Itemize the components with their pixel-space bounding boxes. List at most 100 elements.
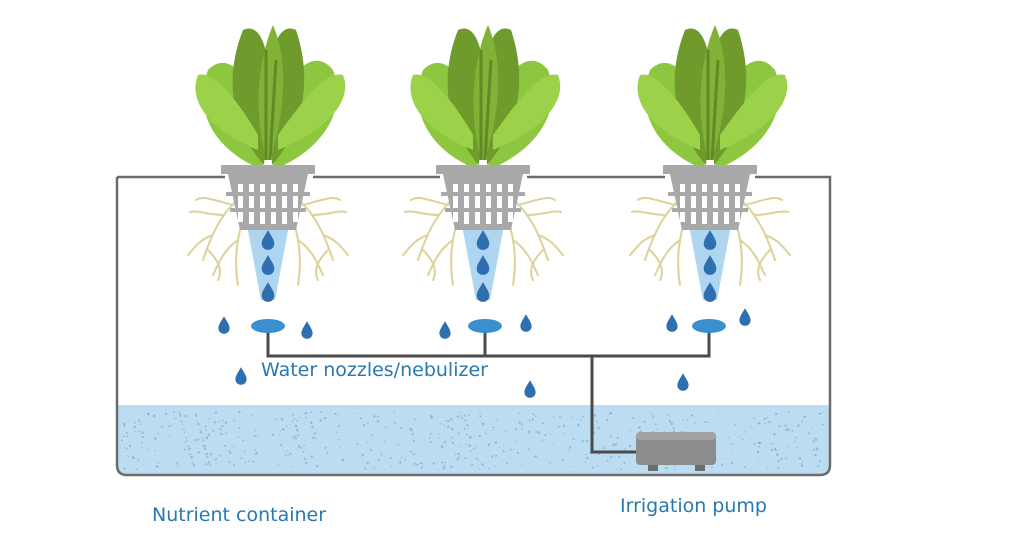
solution-speckle bbox=[224, 444, 226, 447]
solution-speckle bbox=[473, 448, 475, 450]
solution-speckle bbox=[296, 434, 299, 437]
solution-speckle bbox=[721, 463, 724, 466]
solution-speckle bbox=[717, 413, 720, 415]
solution-speckle bbox=[767, 420, 770, 423]
solution-speckle bbox=[168, 425, 171, 428]
solution-speckle bbox=[416, 463, 419, 466]
solution-speckle bbox=[204, 447, 207, 450]
solution-speckle bbox=[199, 428, 201, 431]
solution-speckle bbox=[155, 465, 159, 468]
solution-speckle bbox=[125, 431, 128, 434]
solution-speckle bbox=[301, 447, 303, 449]
solution-speckle bbox=[447, 419, 450, 423]
solution-speckle bbox=[139, 423, 142, 426]
solution-speckle bbox=[311, 436, 314, 439]
solution-speckle bbox=[271, 433, 275, 436]
solution-speckle bbox=[488, 467, 491, 470]
solution-speckle bbox=[285, 425, 288, 428]
solution-speckle bbox=[822, 412, 824, 414]
solution-speckle bbox=[154, 449, 156, 452]
solution-speckle bbox=[447, 425, 450, 428]
solution-speckle bbox=[126, 447, 128, 450]
solution-speckle bbox=[238, 427, 241, 429]
solution-speckle bbox=[320, 411, 323, 413]
solution-speckle bbox=[203, 444, 206, 448]
solution-speckle bbox=[205, 436, 209, 440]
solution-speckle bbox=[531, 418, 535, 421]
solution-speckle bbox=[450, 418, 453, 421]
solution-speckle bbox=[428, 437, 431, 439]
solution-speckle bbox=[596, 421, 598, 423]
solution-speckle bbox=[491, 429, 494, 431]
solution-speckle bbox=[376, 420, 380, 423]
solution-speckle bbox=[505, 430, 507, 432]
solution-speckle bbox=[609, 435, 612, 438]
solution-speckle bbox=[147, 412, 150, 416]
solution-speckle bbox=[217, 420, 219, 423]
solution-speckle bbox=[611, 444, 614, 447]
solution-speckle bbox=[338, 447, 341, 449]
solution-speckle bbox=[457, 432, 460, 435]
solution-speckle bbox=[154, 437, 157, 440]
solution-speckle bbox=[464, 419, 467, 422]
solution-speckle bbox=[314, 437, 317, 439]
solution-speckle bbox=[194, 412, 197, 414]
solution-speckle bbox=[766, 416, 768, 419]
solution-speckle bbox=[296, 428, 299, 432]
solution-speckle bbox=[257, 435, 259, 437]
solution-speckle bbox=[212, 429, 215, 432]
solution-speckle bbox=[731, 449, 733, 451]
solution-speckle bbox=[571, 417, 574, 419]
solution-speckle bbox=[157, 462, 160, 464]
solution-speckle bbox=[777, 467, 780, 470]
solution-speckle bbox=[443, 440, 447, 444]
solution-speckle bbox=[244, 450, 246, 452]
solution-speckle bbox=[187, 445, 190, 448]
solution-speckle bbox=[399, 460, 401, 462]
solution-speckle bbox=[291, 420, 293, 423]
solution-speckle bbox=[278, 433, 280, 436]
solution-speckle bbox=[757, 457, 759, 460]
solution-speckle bbox=[141, 435, 145, 439]
solution-speckle bbox=[411, 433, 414, 436]
solution-speckle bbox=[773, 447, 777, 451]
solution-speckle bbox=[764, 422, 766, 425]
solution-speckle bbox=[791, 429, 794, 432]
solution-speckle bbox=[731, 442, 734, 445]
solution-speckle bbox=[188, 453, 190, 456]
solution-speckle bbox=[652, 415, 655, 417]
solution-speckle bbox=[674, 468, 676, 471]
solution-speckle bbox=[383, 440, 386, 443]
solution-speckle bbox=[606, 418, 609, 421]
nutrient-container-label: Nutrient container bbox=[152, 504, 327, 526]
solution-speckle bbox=[184, 415, 187, 418]
solution-speckle bbox=[533, 455, 536, 458]
solution-speckle bbox=[469, 436, 472, 439]
solution-speckle bbox=[776, 453, 779, 456]
solution-speckle bbox=[293, 418, 296, 420]
solution-speckle bbox=[506, 462, 508, 465]
solution-speckle bbox=[390, 465, 393, 468]
solution-speckle bbox=[465, 443, 467, 446]
solution-speckle bbox=[443, 464, 446, 467]
solution-speckle bbox=[222, 419, 224, 422]
solution-speckle bbox=[183, 428, 185, 431]
solution-speckle bbox=[213, 421, 216, 424]
solution-speckle bbox=[294, 437, 297, 440]
solution-speckle bbox=[651, 416, 654, 419]
solution-speckle bbox=[244, 461, 247, 464]
solution-speckle bbox=[197, 451, 201, 454]
solution-speckle bbox=[753, 417, 755, 419]
solution-speckle bbox=[430, 441, 432, 444]
solution-speckle bbox=[219, 420, 221, 423]
solution-speckle bbox=[185, 437, 188, 439]
solution-speckle bbox=[763, 417, 766, 420]
solution-speckle bbox=[670, 422, 673, 426]
solution-speckle bbox=[208, 418, 210, 420]
solution-speckle bbox=[573, 465, 575, 468]
solution-speckle bbox=[194, 414, 198, 417]
solution-speckle bbox=[359, 417, 362, 420]
solution-speckle bbox=[297, 445, 301, 448]
solution-speckle bbox=[171, 424, 173, 426]
